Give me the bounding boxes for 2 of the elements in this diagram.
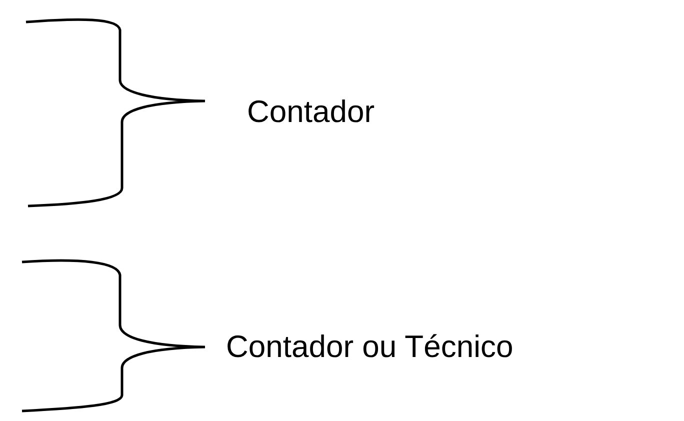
bracket-label: Contador ou Técnico: [226, 331, 514, 362]
bracket-label: Contador: [247, 96, 375, 127]
